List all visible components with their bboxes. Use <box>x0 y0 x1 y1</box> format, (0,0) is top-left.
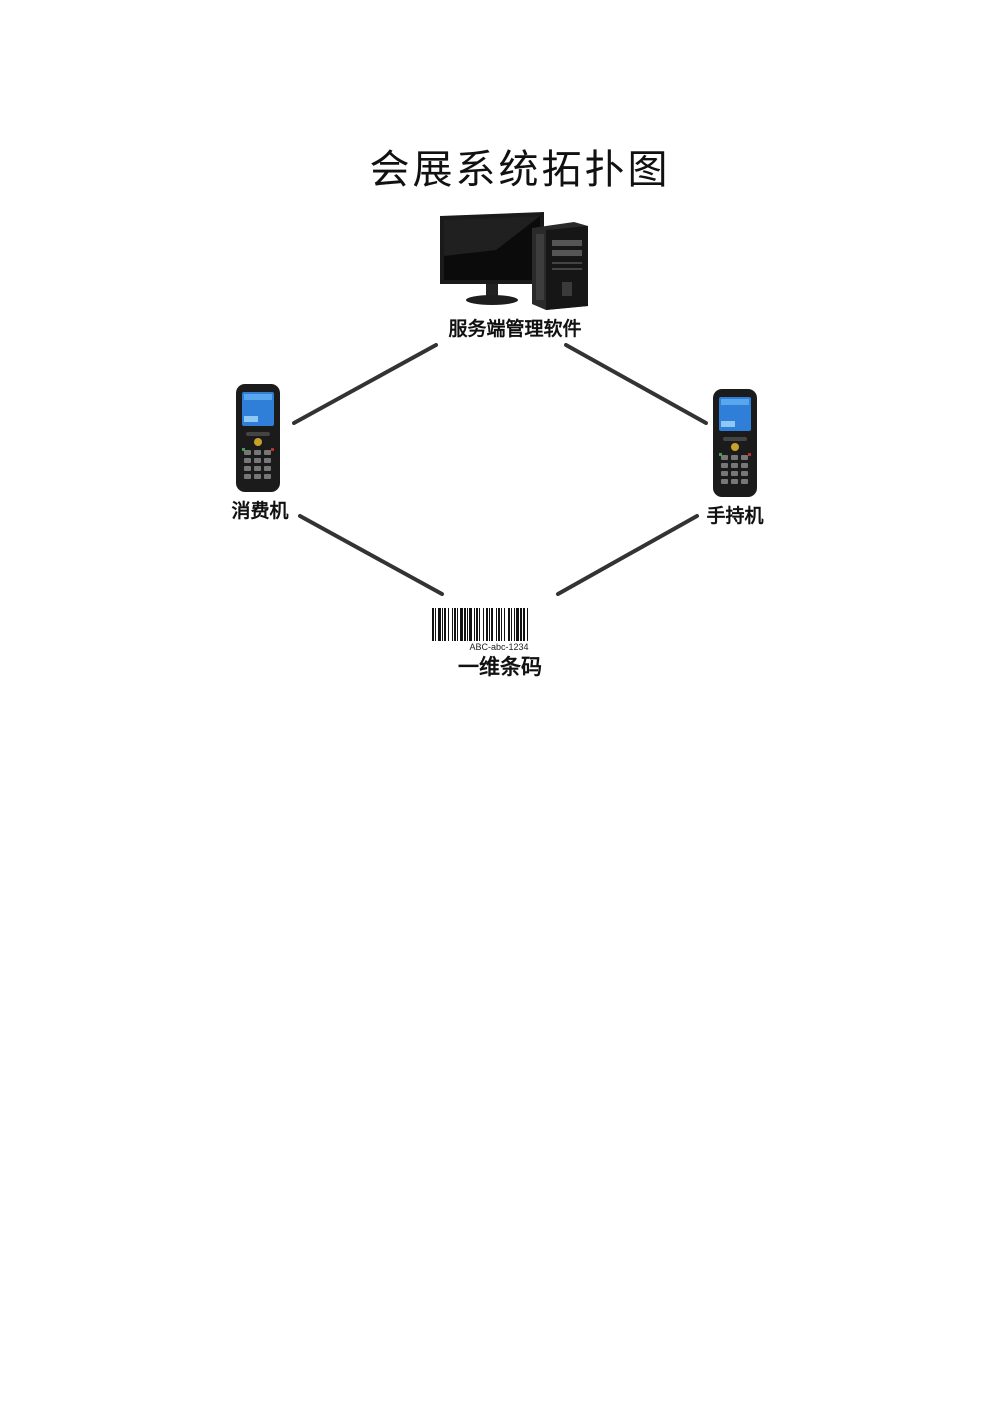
barcode-bar <box>432 608 434 641</box>
barcode-bar <box>444 608 446 641</box>
handheld-terminal-icon <box>713 389 757 497</box>
server-node <box>436 210 596 315</box>
barcode-bar <box>438 608 441 641</box>
barcode-bar <box>483 608 484 641</box>
barcode-bar <box>454 608 456 641</box>
barcode-bar <box>457 608 458 641</box>
barcode-bar <box>467 608 468 641</box>
barcode-bar <box>442 608 443 641</box>
pos-node <box>234 382 282 494</box>
barcode-code-text: ABC-abc-1234 <box>469 642 529 652</box>
barcode-bar <box>491 608 493 641</box>
handheld-label: 手持机 <box>706 505 764 527</box>
barcode-bar <box>514 608 515 641</box>
desktop-computer-icon <box>440 212 588 310</box>
link-handheld-barcode <box>556 514 699 596</box>
barcode-bar <box>520 608 522 641</box>
barcode-bar <box>476 608 478 641</box>
handheld-node <box>710 387 760 499</box>
barcode-bar <box>489 608 490 641</box>
diagram-title: 会展系统拓扑图 <box>369 147 671 193</box>
barcode-bar <box>498 608 500 641</box>
barcode-bar <box>496 608 497 641</box>
barcode-bar <box>527 608 528 641</box>
pos-label: 消费机 <box>231 500 289 522</box>
barcode-bar <box>504 608 505 641</box>
barcode-bar <box>486 608 488 641</box>
link-pos-barcode <box>298 514 444 596</box>
barcode-icon <box>432 608 528 641</box>
barcode-bar <box>464 608 466 641</box>
server-label: 服务端管理软件 <box>448 318 582 340</box>
link-server-handheld <box>564 343 708 425</box>
barcode-bar <box>452 608 453 641</box>
barcode-bar <box>435 608 436 641</box>
connection-lines <box>292 343 708 596</box>
barcode-label: 一维条码 <box>458 654 542 679</box>
barcode-bar <box>469 608 472 641</box>
barcode-bar <box>508 608 510 641</box>
barcode-bar <box>511 608 512 641</box>
barcode-bar <box>460 608 463 641</box>
barcode-bar <box>479 608 480 641</box>
barcode-bar <box>448 608 449 641</box>
barcode-bar <box>516 608 519 641</box>
link-server-pos <box>292 343 438 425</box>
barcode-bar <box>523 608 525 641</box>
barcode-bar <box>501 608 502 641</box>
barcode-node: ABC-abc-1234 <box>430 608 568 654</box>
handheld-terminal-icon <box>236 384 280 492</box>
barcode-bar <box>474 608 475 641</box>
